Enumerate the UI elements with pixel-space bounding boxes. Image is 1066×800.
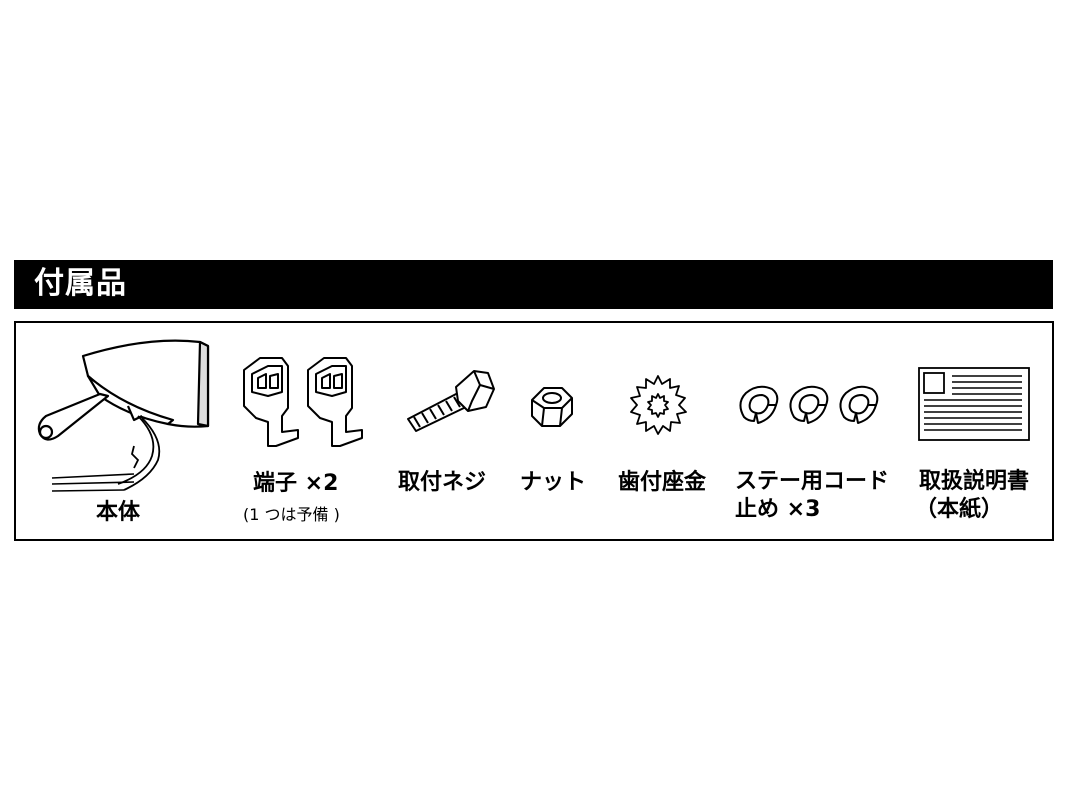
item-label-washer: 歯付座金 xyxy=(618,470,707,495)
headlight-icon xyxy=(28,336,218,496)
section-title: 付属品 xyxy=(34,266,127,301)
screw-icon xyxy=(402,365,497,435)
item-label-manual-line1: 取扱説明書 xyxy=(919,469,1030,494)
terminal-icon xyxy=(238,352,366,452)
item-label-screw: 取付ネジ xyxy=(398,470,487,495)
cord-clip-icon xyxy=(734,381,890,429)
item-label-cord-clip-line1: ステー用コード xyxy=(735,469,890,494)
item-label-cord-clip-line2: 止め ×3 xyxy=(735,497,821,522)
item-label-nut: ナット xyxy=(520,470,587,495)
toothed-washer-icon xyxy=(627,374,689,440)
manual-icon xyxy=(918,367,1032,443)
item-label-terminal: 端子 ×2 xyxy=(253,471,339,496)
item-label-manual-line2: （本紙） xyxy=(915,497,1004,522)
nut-icon xyxy=(528,384,576,430)
item-label-body: 本体 xyxy=(96,500,141,525)
section-header: 付属品 xyxy=(14,260,1053,309)
item-note-terminal: (1 つは予備 ) xyxy=(243,505,340,524)
